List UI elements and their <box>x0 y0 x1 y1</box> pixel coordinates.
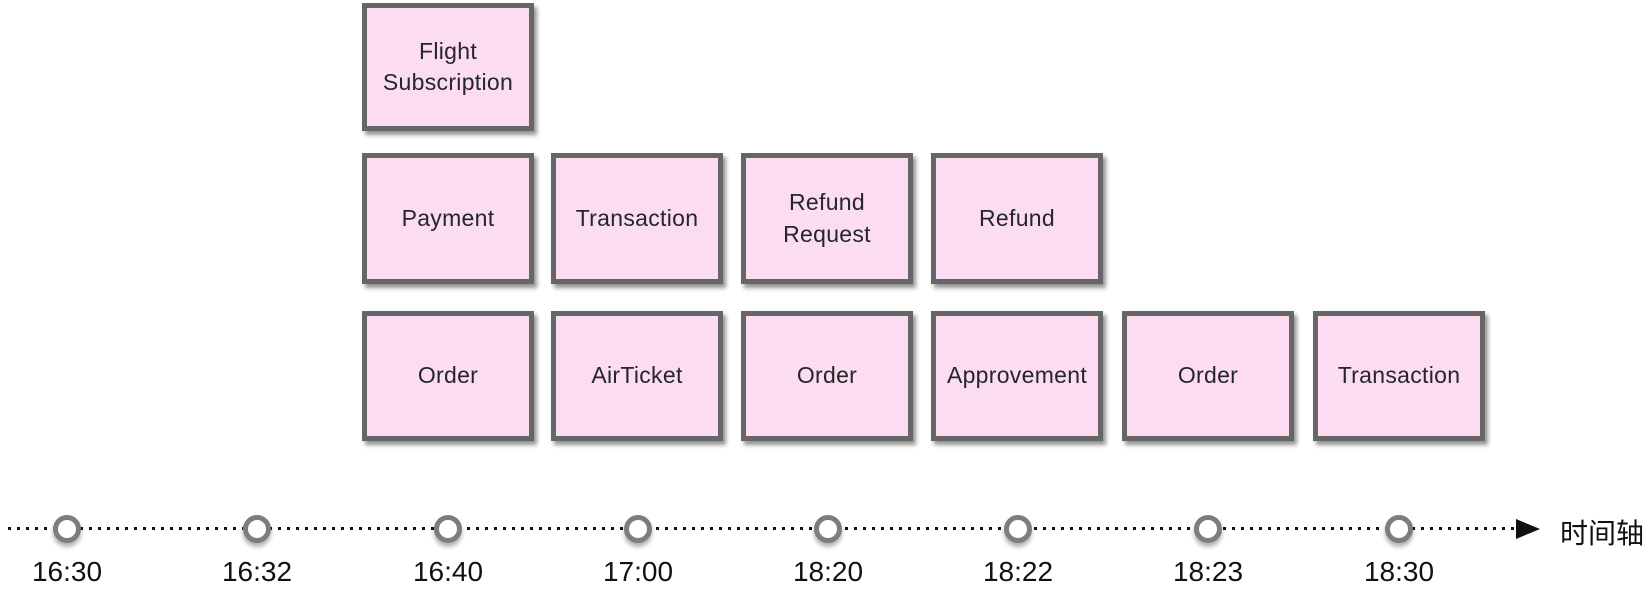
box-order-1: Order <box>362 311 534 441</box>
event-box-label: Payment <box>401 204 495 231</box>
event-box-label: Order <box>417 362 479 389</box>
box-order-3: Order <box>1122 311 1294 441</box>
timeline-node <box>1004 515 1032 543</box>
timeline-node <box>1194 515 1222 543</box>
box-transaction-1: Transaction <box>551 153 723 284</box>
timeline-node <box>624 515 652 543</box>
event-box-label: Transaction <box>1337 362 1461 389</box>
box-approvement: Approvement <box>931 311 1103 441</box>
box-transaction-2: Transaction <box>1313 311 1485 441</box>
timeline-node <box>243 515 271 543</box>
time-label: 18:20 <box>792 556 864 587</box>
time-label: 17:00 <box>602 556 674 587</box>
box-refund: Refund <box>931 153 1103 284</box>
event-box-label: Flight Subscription <box>382 37 514 95</box>
time-label: 18:22 <box>982 556 1054 587</box>
timeline-node <box>434 515 462 543</box>
event-box-label: Refund <box>979 204 1055 231</box>
box-airticket: AirTicket <box>551 311 723 441</box>
axis-title: 时间轴 <box>1560 518 1645 549</box>
timeline-dotted-line <box>8 527 1515 530</box>
box-order-2: Order <box>741 311 913 441</box>
arrow-right-icon <box>1516 519 1540 539</box>
time-label: 16:40 <box>412 556 484 587</box>
time-label: 16:32 <box>221 556 293 587</box>
box-payment: Payment <box>362 153 534 284</box>
event-box-label: Refund Request <box>783 189 871 247</box>
timeline-node <box>53 515 81 543</box>
timeline-node <box>814 515 842 543</box>
time-label: 18:30 <box>1363 556 1435 587</box>
event-box-label: Transaction <box>575 204 699 231</box>
timeline-node <box>1385 515 1413 543</box>
event-box-label: Order <box>796 362 858 389</box>
box-refund-request: Refund Request <box>741 153 913 284</box>
time-label: 16:30 <box>31 556 103 587</box>
box-flight-subscription: Flight Subscription <box>362 3 534 131</box>
time-label: 18:23 <box>1172 556 1244 587</box>
event-box-label: Order <box>1177 362 1239 389</box>
event-box-label: Approvement <box>946 362 1088 389</box>
event-box-label: AirTicket <box>591 362 683 389</box>
